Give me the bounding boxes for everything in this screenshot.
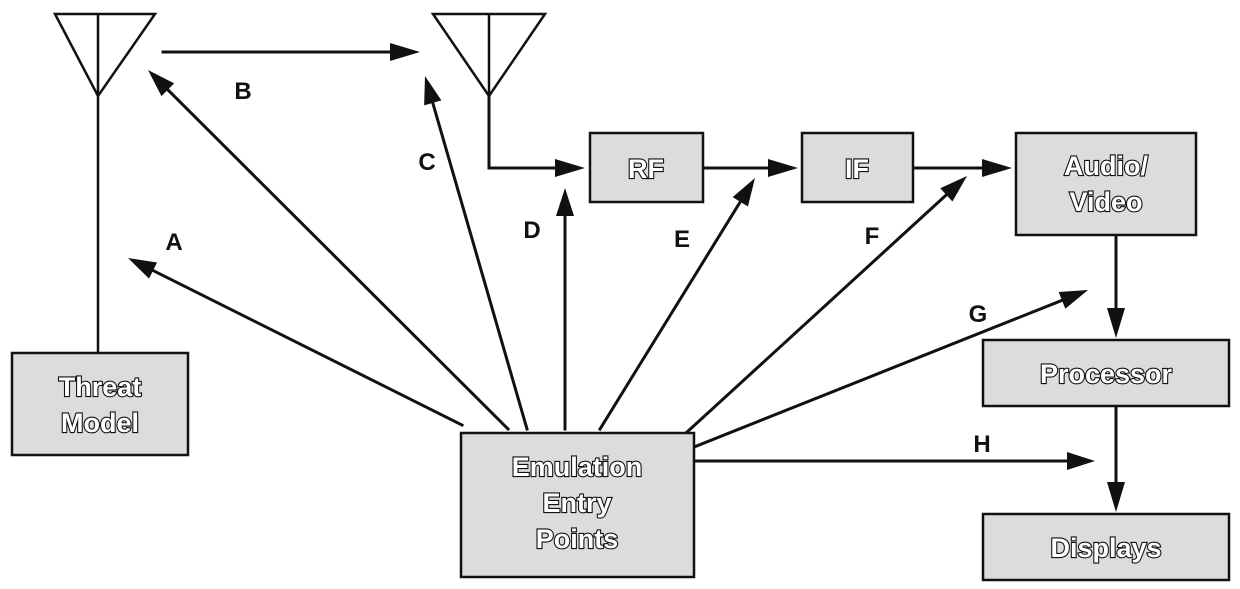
entry-arrow-f (683, 191, 950, 436)
emulation-entry-points-box: Emulation Entry Points (459, 431, 696, 579)
entry-label-h: H (973, 431, 990, 458)
if-label: IF (845, 154, 869, 184)
entry-label-d: D (523, 217, 540, 244)
processor-label: Processor (1040, 359, 1173, 389)
displays-label: Displays (1050, 533, 1161, 563)
link-rf-to-if-arrowhead (768, 159, 798, 177)
entry-label-g: G (969, 301, 988, 328)
entry-arrow-a (149, 267, 465, 428)
entry-label-f: F (865, 223, 880, 250)
entry-label-e: E (674, 226, 690, 253)
emulation-label-line3: Points (536, 524, 619, 554)
threat-model-label-line1: Threat (59, 372, 142, 402)
entry-arrow-g-arrowhead (1058, 290, 1088, 309)
threat-model-label-line2: Model (61, 408, 139, 438)
receive-antenna (430, 12, 548, 99)
link-if-to-audio-video-arrowhead (982, 159, 1012, 177)
link-processor-to-displays-arrowhead (1107, 482, 1125, 512)
entry-arrow-b-arrowhead (148, 70, 175, 97)
entry-arrow-h-arrowhead (1067, 452, 1095, 470)
entry-arrow-f-arrowhead (940, 176, 967, 202)
entry-point-arrows (128, 70, 1095, 470)
threat-model-box: Threat Model (10, 351, 190, 457)
entry-label-a: A (165, 229, 182, 256)
link-audio-video-to-processor-arrowhead (1107, 308, 1125, 338)
rf-box: RF (588, 131, 705, 204)
entry-arrow-c-arrowhead (424, 76, 442, 106)
audio-video-box: Audio/ Video (1014, 131, 1198, 237)
if-box: IF (800, 131, 915, 204)
entry-label-b: B (234, 78, 251, 105)
entry-arrow-d-arrowhead (556, 188, 574, 216)
audio-video-label-line1: Audio/ (1064, 151, 1148, 181)
emulation-label-line2: Entry (542, 488, 611, 518)
entry-arrow-b (164, 86, 511, 432)
entry-arrow-g (692, 297, 1066, 449)
audio-video-label-line2: Video (1069, 187, 1142, 217)
entry-arrow-c (430, 99, 529, 431)
transmit-antenna (52, 12, 158, 353)
entry-label-c: C (418, 149, 435, 176)
displays-box: Displays (981, 512, 1231, 582)
entry-arrow-e (597, 198, 744, 432)
emulation-label-line1: Emulation (512, 452, 643, 482)
entry-arrow-e-arrowhead (732, 178, 755, 207)
link-antenna-to-antenna-arrowhead (390, 43, 420, 61)
processor-box: Processor (981, 338, 1231, 408)
rf-label: RF (628, 154, 664, 184)
link-antenna-to-rf-arrowhead (555, 159, 585, 177)
link-antenna-to-rf (487, 94, 560, 170)
entry-arrow-a-arrowhead (128, 258, 158, 279)
